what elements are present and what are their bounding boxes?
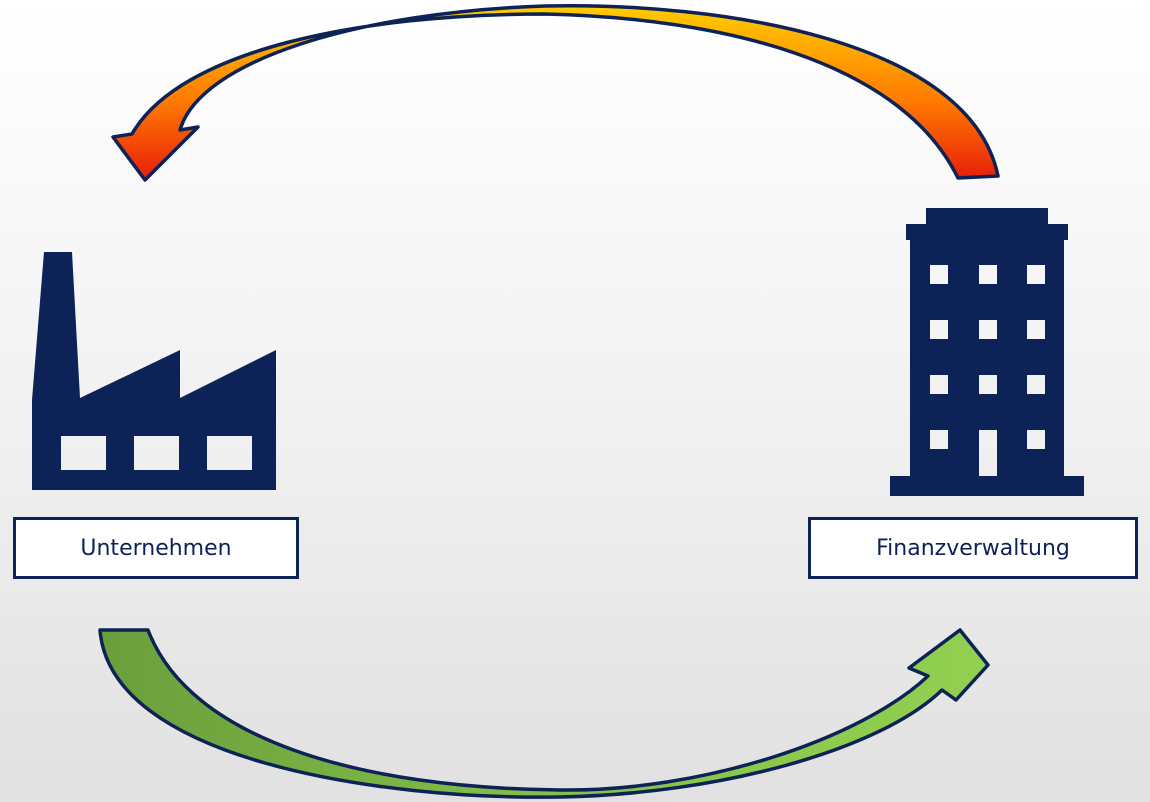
office-building-icon xyxy=(890,208,1084,496)
arrow-top-body xyxy=(111,3,1000,182)
arrow-bottom-body xyxy=(98,628,990,799)
company-label: Unternehmen xyxy=(13,517,299,579)
tax-office-label-text: Finanzverwaltung xyxy=(876,535,1070,561)
company-label-text: Unternehmen xyxy=(80,535,232,561)
factory-icon xyxy=(32,252,276,490)
arrow-bottom xyxy=(98,628,990,799)
tax-office-label: Finanzverwaltung xyxy=(808,517,1138,579)
arrow-top xyxy=(111,3,1000,182)
